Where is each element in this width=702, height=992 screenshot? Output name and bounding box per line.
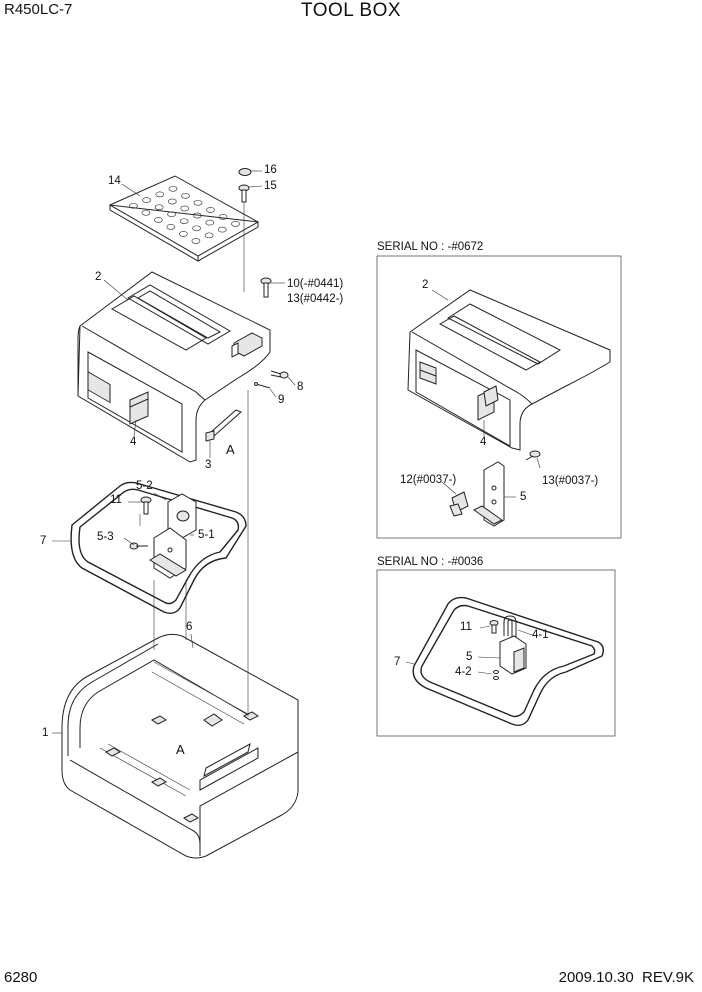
model-name: R450LC-7: [4, 1, 73, 18]
bolt-pin-parts-8-9: [254, 370, 296, 398]
mat-perforation: [142, 197, 151, 203]
callout-2: 2: [95, 271, 102, 283]
mat-perforation: [166, 224, 176, 230]
inset-upper-callout-2: 2: [422, 279, 429, 291]
cap-bolt-parts-15-16: [238, 168, 263, 292]
callout-13: 13(#0442-): [287, 293, 344, 305]
mat-perforation: [204, 232, 214, 239]
box-body-part-1: [61, 633, 299, 859]
mat-perforation: [179, 218, 189, 225]
mat-perforation: [192, 225, 201, 232]
date-revision: 2009.10.30 REV.9K: [558, 969, 694, 986]
bolt-part-10-13: [260, 277, 285, 298]
callout-10: 10(-#0441): [287, 278, 344, 290]
leader-lines-inset-upper: [431, 289, 541, 498]
mat-perforation: [167, 198, 177, 205]
leader-lines-inset-lower: [405, 625, 533, 675]
callout-4: 4: [130, 436, 137, 448]
mat-perforation: [191, 238, 201, 244]
callout-8: 8: [297, 381, 304, 393]
stay-rod-part-3: [205, 409, 242, 458]
handle-frame-part-7: [70, 481, 247, 615]
mat-perforation: [218, 214, 228, 220]
inset-lower-callout-11: 11: [460, 621, 472, 633]
mat-perforation: [155, 191, 165, 198]
inset-lower-serial: SERIAL NO : -#0036: [377, 556, 484, 568]
callout-1: 1: [42, 727, 49, 739]
mat-perforation: [141, 209, 151, 216]
inset-lower-callout-7: 7: [394, 656, 401, 668]
inset-upper-callout-4: 4: [480, 436, 487, 448]
inset-upper-frame: [376, 255, 622, 539]
leader-lines-main: [52, 183, 194, 734]
mat-perforation: [129, 202, 138, 209]
mat-perforation: [181, 192, 190, 199]
page-number: 6280: [4, 969, 38, 986]
callout-7: 7: [40, 535, 47, 547]
callout-9: 9: [278, 394, 285, 406]
inset-lower-frame-part-7: [412, 596, 605, 727]
mat-perforation: [179, 231, 188, 237]
inset-lower-callout-5: 5: [466, 651, 473, 663]
mat-perforation: [154, 217, 163, 223]
inset-upper-callout-12: 12(#0037-): [400, 474, 457, 486]
inset-lower-bracket-parts-4-5: [489, 615, 527, 680]
inset-lower-frame: [376, 569, 616, 737]
mat-perforation: [168, 185, 178, 192]
mat-perforation: [180, 205, 190, 212]
page-title: TOOL BOX: [300, 0, 402, 21]
callout-11: 11: [110, 494, 122, 506]
callout-16: 16: [264, 164, 277, 176]
mat-perforation: [167, 211, 176, 218]
callout-a-bottom: A: [176, 742, 185, 757]
callout-a-top: A: [226, 442, 235, 457]
callout-6: 6: [186, 621, 193, 633]
mat-perforation: [192, 212, 202, 219]
callout-5-2: 5-2: [136, 480, 153, 492]
alignment-lines: [139, 390, 249, 716]
inset-lower-callout-4-2: 4-2: [455, 666, 472, 678]
cover-part-2: [77, 271, 271, 463]
inset-upper-callout-5: 5: [520, 491, 527, 503]
mat-perforation: [217, 226, 227, 233]
callout-5-3: 5-3: [97, 531, 114, 543]
mat-part-14: [108, 175, 260, 262]
mat-perforation: [231, 221, 240, 227]
inset-upper-callout-13: 13(#0037-): [542, 475, 599, 487]
mat-perforation: [205, 219, 215, 226]
inset-lower-callout-4-1: 4-1: [532, 629, 549, 641]
mat-perforation: [154, 204, 164, 211]
bracket-part-5: [129, 493, 197, 579]
mat-perforation: [193, 199, 203, 206]
mat-perforation: [206, 207, 215, 213]
callout-5-1: 5-1: [198, 529, 215, 541]
inset-upper-bracket-part-5: [449, 450, 541, 527]
callout-14: 14: [108, 175, 121, 187]
callout-3: 3: [205, 459, 212, 471]
inset-upper-serial: SERIAL NO : -#0672: [377, 241, 484, 253]
callout-15: 15: [264, 180, 277, 192]
inset-upper-cover-part-2: [407, 289, 611, 451]
